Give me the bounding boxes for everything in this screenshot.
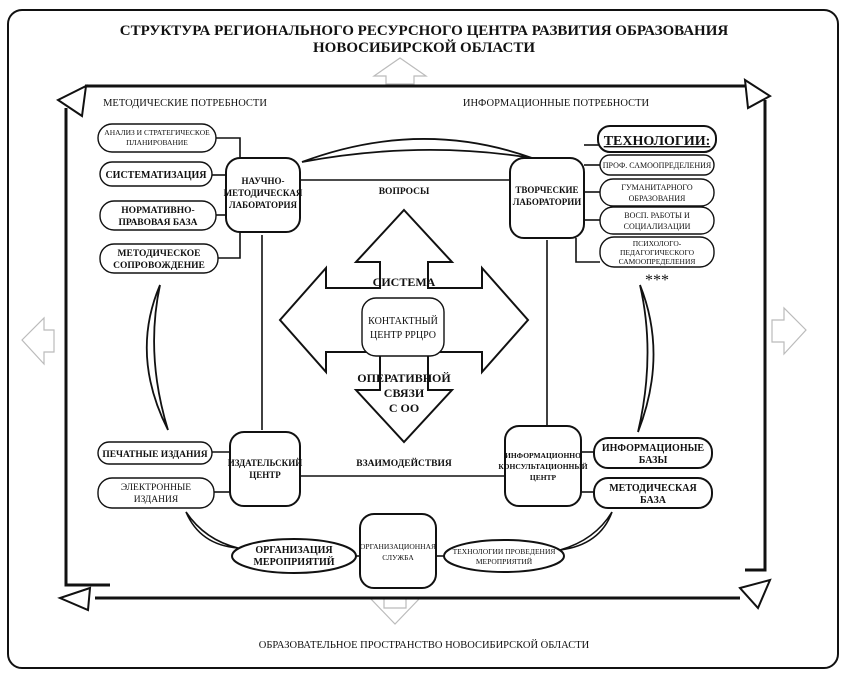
info-item-method-base-line2: БАЗА — [640, 495, 667, 506]
node-science-lab-line1: НАУЧНО- — [242, 176, 285, 186]
center-top-word: ВОПРОСЫ — [379, 187, 430, 197]
left-item-systematization: СИСТЕМАТИЗАЦИЯ — [99, 161, 213, 187]
tech-item-psychology-line3: САМООПРЕДЕЛЕНИЯ — [619, 257, 696, 266]
node-science-lab: НАУЧНО- МЕТОДИЧЕСКАЯ ЛАБОРАТОРИЯ — [224, 157, 303, 233]
ghost-arrow-bottom — [368, 597, 422, 625]
tech-item-socialization: ВОСП. РАБОТЫ И СОЦИАЛИЗАЦИИ — [599, 206, 715, 235]
tech-item-psychology-line2: ПЕДАГОГИЧЕСКОГО — [620, 248, 695, 257]
ghost-arrow-left — [21, 316, 55, 366]
node-publishing: ИЗДАТЕЛЬСКИЙ ЦЕНТР — [228, 431, 302, 507]
pub-item-print-line1: ПЕЧАТНЫЕ ИЗДАНИЯ — [102, 450, 207, 460]
node-publishing-line2: ЦЕНТР — [249, 470, 281, 480]
technologies-heading: ТЕХНОЛОГИИ: — [604, 134, 711, 149]
pub-item-electronic-line1: ЭЛЕКТРОННЫЕ — [121, 483, 191, 493]
title-line-1: СТРУКТУРА РЕГИОНАЛЬНОГО РЕСУРСНОГО ЦЕНТР… — [120, 23, 729, 39]
corner-arrow-top-left — [56, 84, 88, 118]
info-item-bases-line2: БАЗЫ — [639, 455, 668, 466]
center-system-word: СИСТЕМА — [373, 275, 436, 289]
node-science-lab-line2: МЕТОДИЧЕСКАЯ — [224, 188, 303, 198]
outer-frame — [7, 9, 839, 669]
tech-item-socialization-line2: СОЦИАЛИЗАЦИИ — [624, 222, 691, 231]
info-item-bases-line1: ИНФОРМАЦИОНЫЕ — [602, 443, 705, 454]
technologies-more: *** — [645, 272, 669, 289]
corner-arrow-bottom-left — [57, 586, 92, 612]
left-item-systematization-line1: СИСТЕМАТИЗАЦИЯ — [105, 170, 207, 181]
bottom-item-tech-line2: МЕРОПРИЯТИЙ — [476, 557, 533, 566]
tech-item-prof-line1: ПРОФ. САМООПРЕДЕЛЕНИЯ — [603, 161, 712, 170]
conn-left-4 — [218, 232, 241, 259]
node-org-service: ОРГАНИЗАЦИОННАЯ СЛУЖБА — [359, 513, 437, 589]
ghost-arrow-top — [372, 57, 428, 85]
center-op-line1: ОПЕРАТИВНОЙ — [357, 371, 451, 385]
node-info-consult-line1: ИНФОРМАЦИОННО — [505, 451, 581, 460]
conn-tech-4 — [575, 238, 600, 263]
contact-center-line1: КОНТАКТНЫЙ — [368, 315, 438, 327]
lens-bottom-left — [185, 511, 239, 549]
left-item-analysis-line2: ПЛАНИРОВАНИЕ — [126, 138, 188, 147]
title-line-2: НОВОСИБИРСКОЙ ОБЛАСТИ — [313, 39, 535, 56]
tech-item-humanitarian: ГУМАНИТАРНОГО ОБРАЗОВАНИЯ — [599, 178, 715, 207]
left-item-method-support: МЕТОДИЧЕСКОЕ СОПРОВОЖДЕНИЕ — [99, 243, 219, 274]
ghost-arrow-right — [771, 306, 807, 356]
lens-bottom-right — [559, 511, 613, 551]
bottom-item-events: ОРГАНИЗАЦИЯ МЕРОПРИЯТИЙ — [231, 538, 357, 574]
bottom-item-events-line1: ОРГАНИЗАЦИЯ — [255, 545, 333, 556]
node-info-consult: ИНФОРМАЦИОННО КОНСУЛЬТАЦИОННЫЙ ЦЕНТР — [498, 425, 588, 507]
left-item-method-support-line1: МЕТОДИЧЕСКОЕ — [118, 249, 201, 259]
center-op-line3: С ОО — [389, 401, 419, 415]
outer-bracket-right — [745, 100, 767, 572]
node-creative-labs-line1: ТВОРЧЕСКИЕ — [515, 185, 578, 195]
lens-left — [145, 284, 169, 431]
pub-item-electronic-line2: ИЗДАНИЯ — [134, 495, 179, 505]
tech-item-psychology: ПСИХОЛОГО- ПЕДАГОГИЧЕСКОГО САМООПРЕДЕЛЕН… — [599, 236, 715, 268]
pub-item-print: ПЕЧАТНЫЕ ИЗДАНИЯ — [97, 441, 213, 465]
left-item-method-support-line2: СОПРОВОЖДЕНИЕ — [113, 261, 205, 271]
contact-center-line2: ЦЕНТР РРЦРО — [370, 330, 436, 341]
node-creative-labs-line2: ЛАБОРАТОРИИ — [513, 197, 582, 207]
lens-right — [637, 284, 655, 433]
left-item-legal-base-line2: ПРАВОВАЯ БАЗА — [118, 218, 197, 228]
tech-item-prof: ПРОФ. САМООПРЕДЕЛЕНИЯ — [599, 154, 715, 176]
node-science-lab-line3: ЛАБОРАТОРИЯ — [229, 200, 298, 210]
tech-item-socialization-line1: ВОСП. РАБОТЫ И — [624, 211, 690, 220]
contact-center-box: КОНТАКТНЫЙ ЦЕНТР РРЦРО — [361, 297, 445, 357]
tech-item-psychology-line1: ПСИХОЛОГО- — [633, 239, 682, 248]
info-item-bases: ИНФОРМАЦИОНЫЕ БАЗЫ — [593, 437, 713, 469]
information-needs-label: ИНФОРМАЦИОННЫЕ ПОТРЕБНОСТИ — [463, 98, 650, 109]
node-org-service-line2: СЛУЖБА — [382, 553, 414, 562]
node-creative-labs: ТВОРЧЕСКИЕ ЛАБОРАТОРИИ — [509, 157, 585, 239]
left-item-legal-base-line1: НОРМАТИВНО- — [121, 206, 194, 216]
info-item-method-base: МЕТОДИЧЕСКАЯ БАЗА — [593, 477, 713, 509]
lens-top — [301, 138, 533, 163]
bottom-item-tech-line1: ТЕХНОЛОГИИ ПРОВЕДЕНИЯ — [453, 547, 556, 556]
corner-arrow-top-right — [743, 78, 772, 110]
info-item-method-base-line1: МЕТОДИЧЕСКАЯ — [609, 483, 697, 494]
center-bottom-word: ВЗАИМОДЕЙСТВИЯ — [356, 457, 452, 469]
left-item-analysis: АНАЛИЗ И СТРАТЕГИЧЕСКОЕ ПЛАНИРОВАНИЕ — [97, 123, 217, 153]
node-info-consult-line2: КОНСУЛЬТАЦИОННЫЙ — [498, 462, 587, 471]
node-publishing-line1: ИЗДАТЕЛЬСКИЙ — [228, 458, 302, 468]
educational-space-label: ОБРАЗОВАТЕЛЬНОЕ ПРОСТРАНСТВО НОВОСИБИРСК… — [259, 639, 590, 651]
pub-item-electronic: ЭЛЕКТРОННЫЕ ИЗДАНИЯ — [97, 477, 215, 509]
outer-bracket-left — [64, 108, 110, 587]
left-item-analysis-line1: АНАЛИЗ И СТРАТЕГИЧЕСКОЕ — [104, 128, 210, 137]
node-info-consult-line3: ЦЕНТР — [530, 473, 557, 482]
methodical-needs-label: МЕТОДИЧЕСКИЕ ПОТРЕБНОСТИ — [103, 98, 267, 109]
bottom-item-tech: ТЕХНОЛОГИИ ПРОВЕДЕНИЯ МЕРОПРИЯТИЙ — [443, 539, 565, 573]
node-org-service-line1: ОРГАНИЗАЦИОННАЯ — [360, 542, 436, 551]
tech-item-humanitarian-line1: ГУМАНИТАРНОГО — [621, 183, 692, 192]
left-item-legal-base: НОРМАТИВНО- ПРАВОВАЯ БАЗА — [99, 200, 217, 231]
tech-item-humanitarian-line2: ОБРАЗОВАНИЯ — [629, 194, 686, 203]
corner-arrow-bottom-right — [738, 578, 772, 610]
bottom-item-events-line2: МЕРОПРИЯТИЙ — [253, 556, 334, 568]
conn-left-1 — [215, 137, 241, 160]
center-op-line2: СВЯЗИ — [384, 386, 425, 400]
technologies-heading-box: ТЕХНОЛОГИИ: — [597, 125, 717, 153]
